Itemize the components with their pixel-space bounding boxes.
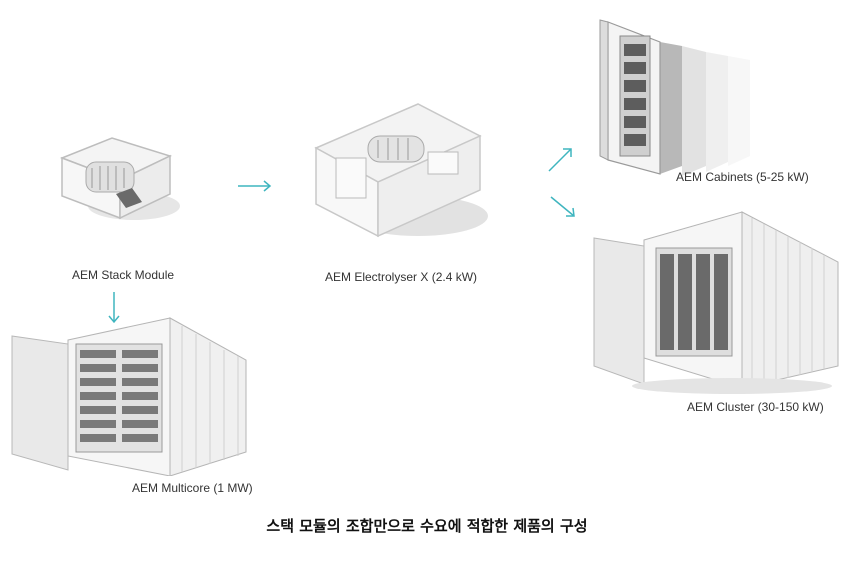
arrow-electrolyser-to-cluster [550, 196, 575, 217]
cluster-label: AEM Cluster (30-150 kW) [687, 400, 824, 414]
multicore-label: AEM Multicore (1 MW) [132, 481, 253, 495]
electrolyser-label: AEM Electrolyser X (2.4 kW) [325, 270, 478, 284]
stack-module-image [59, 137, 180, 220]
electrolyser-image [314, 103, 488, 238]
figure-caption: 스택 모듈의 조합만으로 수요에 적합한 제품의 구성 [266, 517, 588, 535]
arrow-stack-to-multicore [108, 292, 120, 324]
multicore-image [11, 317, 247, 476]
arrow-electrolyser-to-cabinets [548, 148, 572, 172]
cabinets-label: AEM Cabinets (5-25 kW) [676, 170, 809, 184]
cabinets-image [599, 19, 750, 176]
arrow-stack-to-electrolyser [238, 180, 272, 192]
stack-module-label: AEM Stack Module [72, 268, 175, 282]
cluster-image [593, 211, 839, 394]
